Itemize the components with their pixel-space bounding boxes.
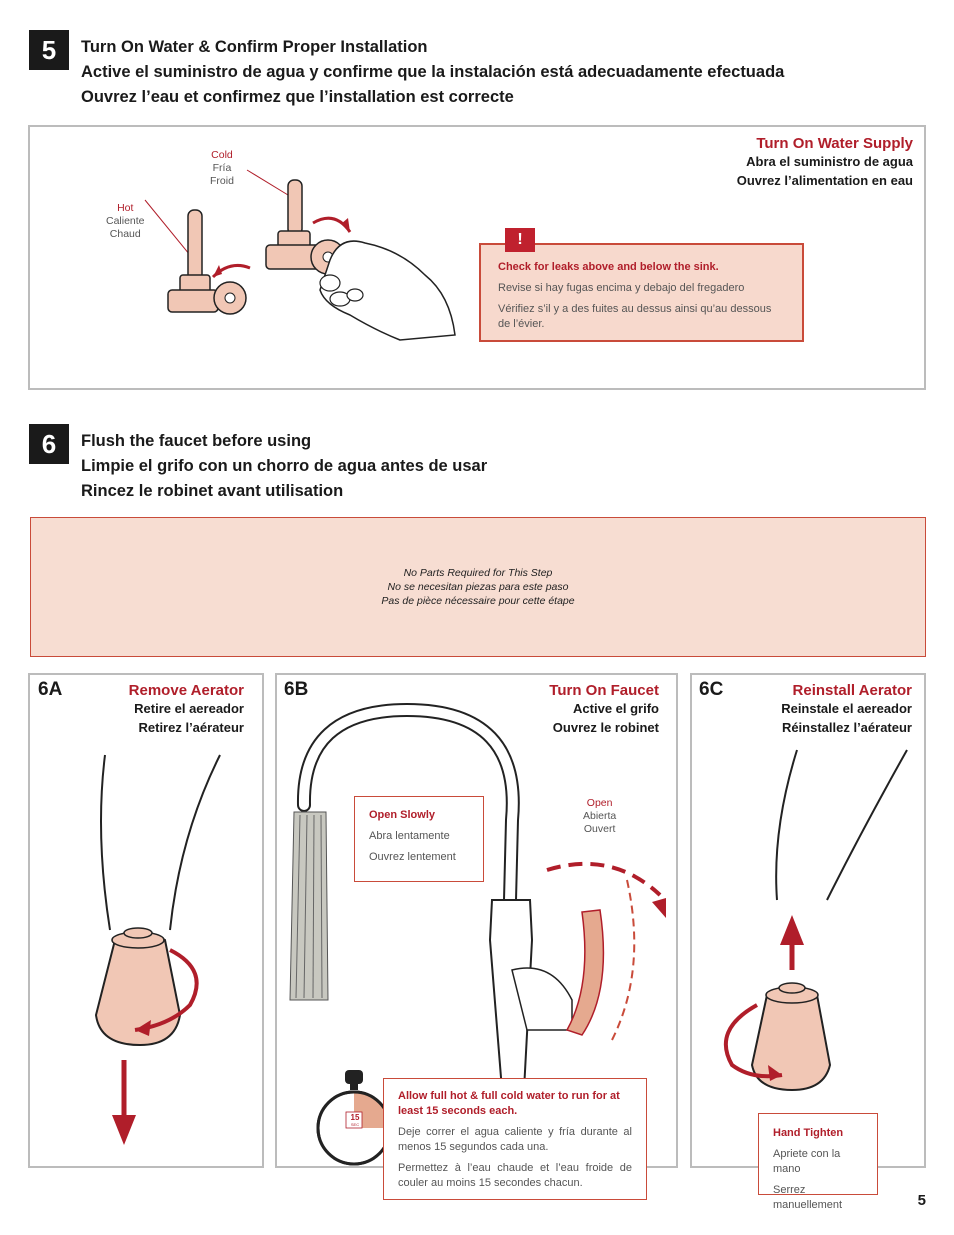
leak-warning-en: Check for leaks above and below the sink…	[498, 261, 719, 273]
step-6b-title: Turn On Faucet	[549, 682, 659, 699]
hot-label: Hot Caliente Chaud	[106, 202, 145, 240]
warning-icon: !	[505, 228, 535, 252]
turn-on-supply-fr: Ouvrez l’alimentation en eau	[736, 173, 913, 188]
step-6c-text-block: Reinstall Aerator Reinstale el aereador …	[781, 682, 912, 737]
reinstall-aerator-illustration	[723, 749, 908, 1092]
step-6-title-es: Limpie el grifo con un chorro de agua an…	[81, 457, 488, 475]
remove-aerator-illustration	[94, 754, 221, 1145]
run-water-fr: Permettez à l’eau chaude et l’eau froide…	[398, 1162, 632, 1189]
step-5-number: 5	[29, 30, 69, 70]
step-6-heading: Flush the faucet before using Limpie el …	[81, 429, 487, 504]
no-parts-banner: No Parts Required for This Step No se ne…	[30, 517, 926, 657]
run-water-box: Allow full hot & full cold water to run …	[383, 1078, 647, 1200]
turn-on-supply-block: Turn On Water Supply Abra el suministro …	[737, 135, 913, 190]
step-6b-text-block: Turn On Faucet Active el grifo Ouvrez le…	[549, 682, 659, 737]
hand-tighten-es: Apriete con la mano	[773, 1148, 841, 1175]
leak-warning-box: Check for leaks above and below the sink…	[479, 243, 804, 342]
leak-warning-fr: Vérifiez s’il y a des fuites au dessus a…	[498, 303, 772, 330]
step-6a-title: Remove Aerator	[128, 682, 244, 699]
open-slowly-en: Open Slowly	[369, 809, 436, 821]
turn-on-supply-es: Abra el suministro de agua	[746, 154, 913, 169]
step-6a-fr: Retirez l’aérateur	[138, 720, 245, 735]
open-label: Open Abierta Ouvert	[583, 797, 617, 835]
step-5-title-es: Active el suministro de agua y confirme …	[81, 63, 785, 81]
step-6a-text-block: Remove Aerator Retire el aereador Retire…	[129, 682, 244, 737]
turn-on-supply-title: Turn On Water Supply	[756, 135, 913, 152]
stopwatch-unit: SEC	[350, 1122, 360, 1127]
step-6a-panel	[28, 673, 264, 1168]
run-water-en: Allow full hot & full cold water to run …	[398, 1090, 620, 1117]
open-slowly-box: Open Slowly Abra lentamente Ouvrez lente…	[354, 796, 484, 882]
step-6b-es: Active el grifo	[573, 701, 659, 716]
step-5-title-en: Turn On Water & Confirm Proper Installat…	[81, 38, 428, 56]
cold-label: Cold Fría Froid	[210, 149, 234, 187]
step-6a-label: 6A	[38, 679, 63, 700]
step-6c-fr: Réinstallez l’aérateur	[781, 720, 912, 735]
hand-tighten-fr: Serrez manuellement	[773, 1184, 843, 1211]
open-slowly-fr: Ouvrez lentement	[369, 851, 456, 863]
open-slowly-es: Abra lentamente	[369, 830, 450, 842]
faucet-illustration	[289, 702, 666, 1096]
page-number: 5	[917, 1192, 926, 1209]
hand-tighten-box: Hand Tighten Apriete con la mano Serrez …	[758, 1113, 878, 1211]
step-6b-label: 6B	[284, 679, 309, 700]
no-parts-en: No Parts Required for This Step	[403, 567, 553, 579]
run-water-es: Deje correr el agua caliente y fría dura…	[398, 1126, 632, 1153]
step-6c-title: Reinstall Aerator	[792, 682, 912, 699]
shutoff-valves-illustration	[144, 169, 456, 341]
step-6c-label: 6C	[699, 679, 724, 700]
step-6c-es: Reinstale el aereador	[781, 701, 912, 716]
step-6-title-fr: Rincez le robinet avant utilisation	[81, 482, 344, 500]
step-6b-fr: Ouvrez le robinet	[552, 720, 659, 735]
hand-tighten-en: Hand Tighten	[773, 1127, 844, 1139]
no-parts-es: No se necesitan piezas para este paso	[387, 581, 569, 593]
step-6-number: 6	[29, 424, 69, 464]
no-parts-fr: Pas de pièce nécessaire pour cette étape	[381, 595, 575, 607]
step-6-title-en: Flush the faucet before using	[81, 432, 312, 450]
stopwatch-value: 15	[350, 1113, 360, 1122]
step-5-heading: Turn On Water & Confirm Proper Installat…	[81, 35, 784, 110]
step-5-title-fr: Ouvrez l’eau et confirmez que l’installa…	[81, 88, 514, 106]
step-6a-es: Retire el aereador	[134, 701, 244, 716]
stopwatch-icon	[316, 1070, 392, 1166]
leak-warning-es: Revise si hay fugas encima y debajo del …	[498, 282, 745, 294]
